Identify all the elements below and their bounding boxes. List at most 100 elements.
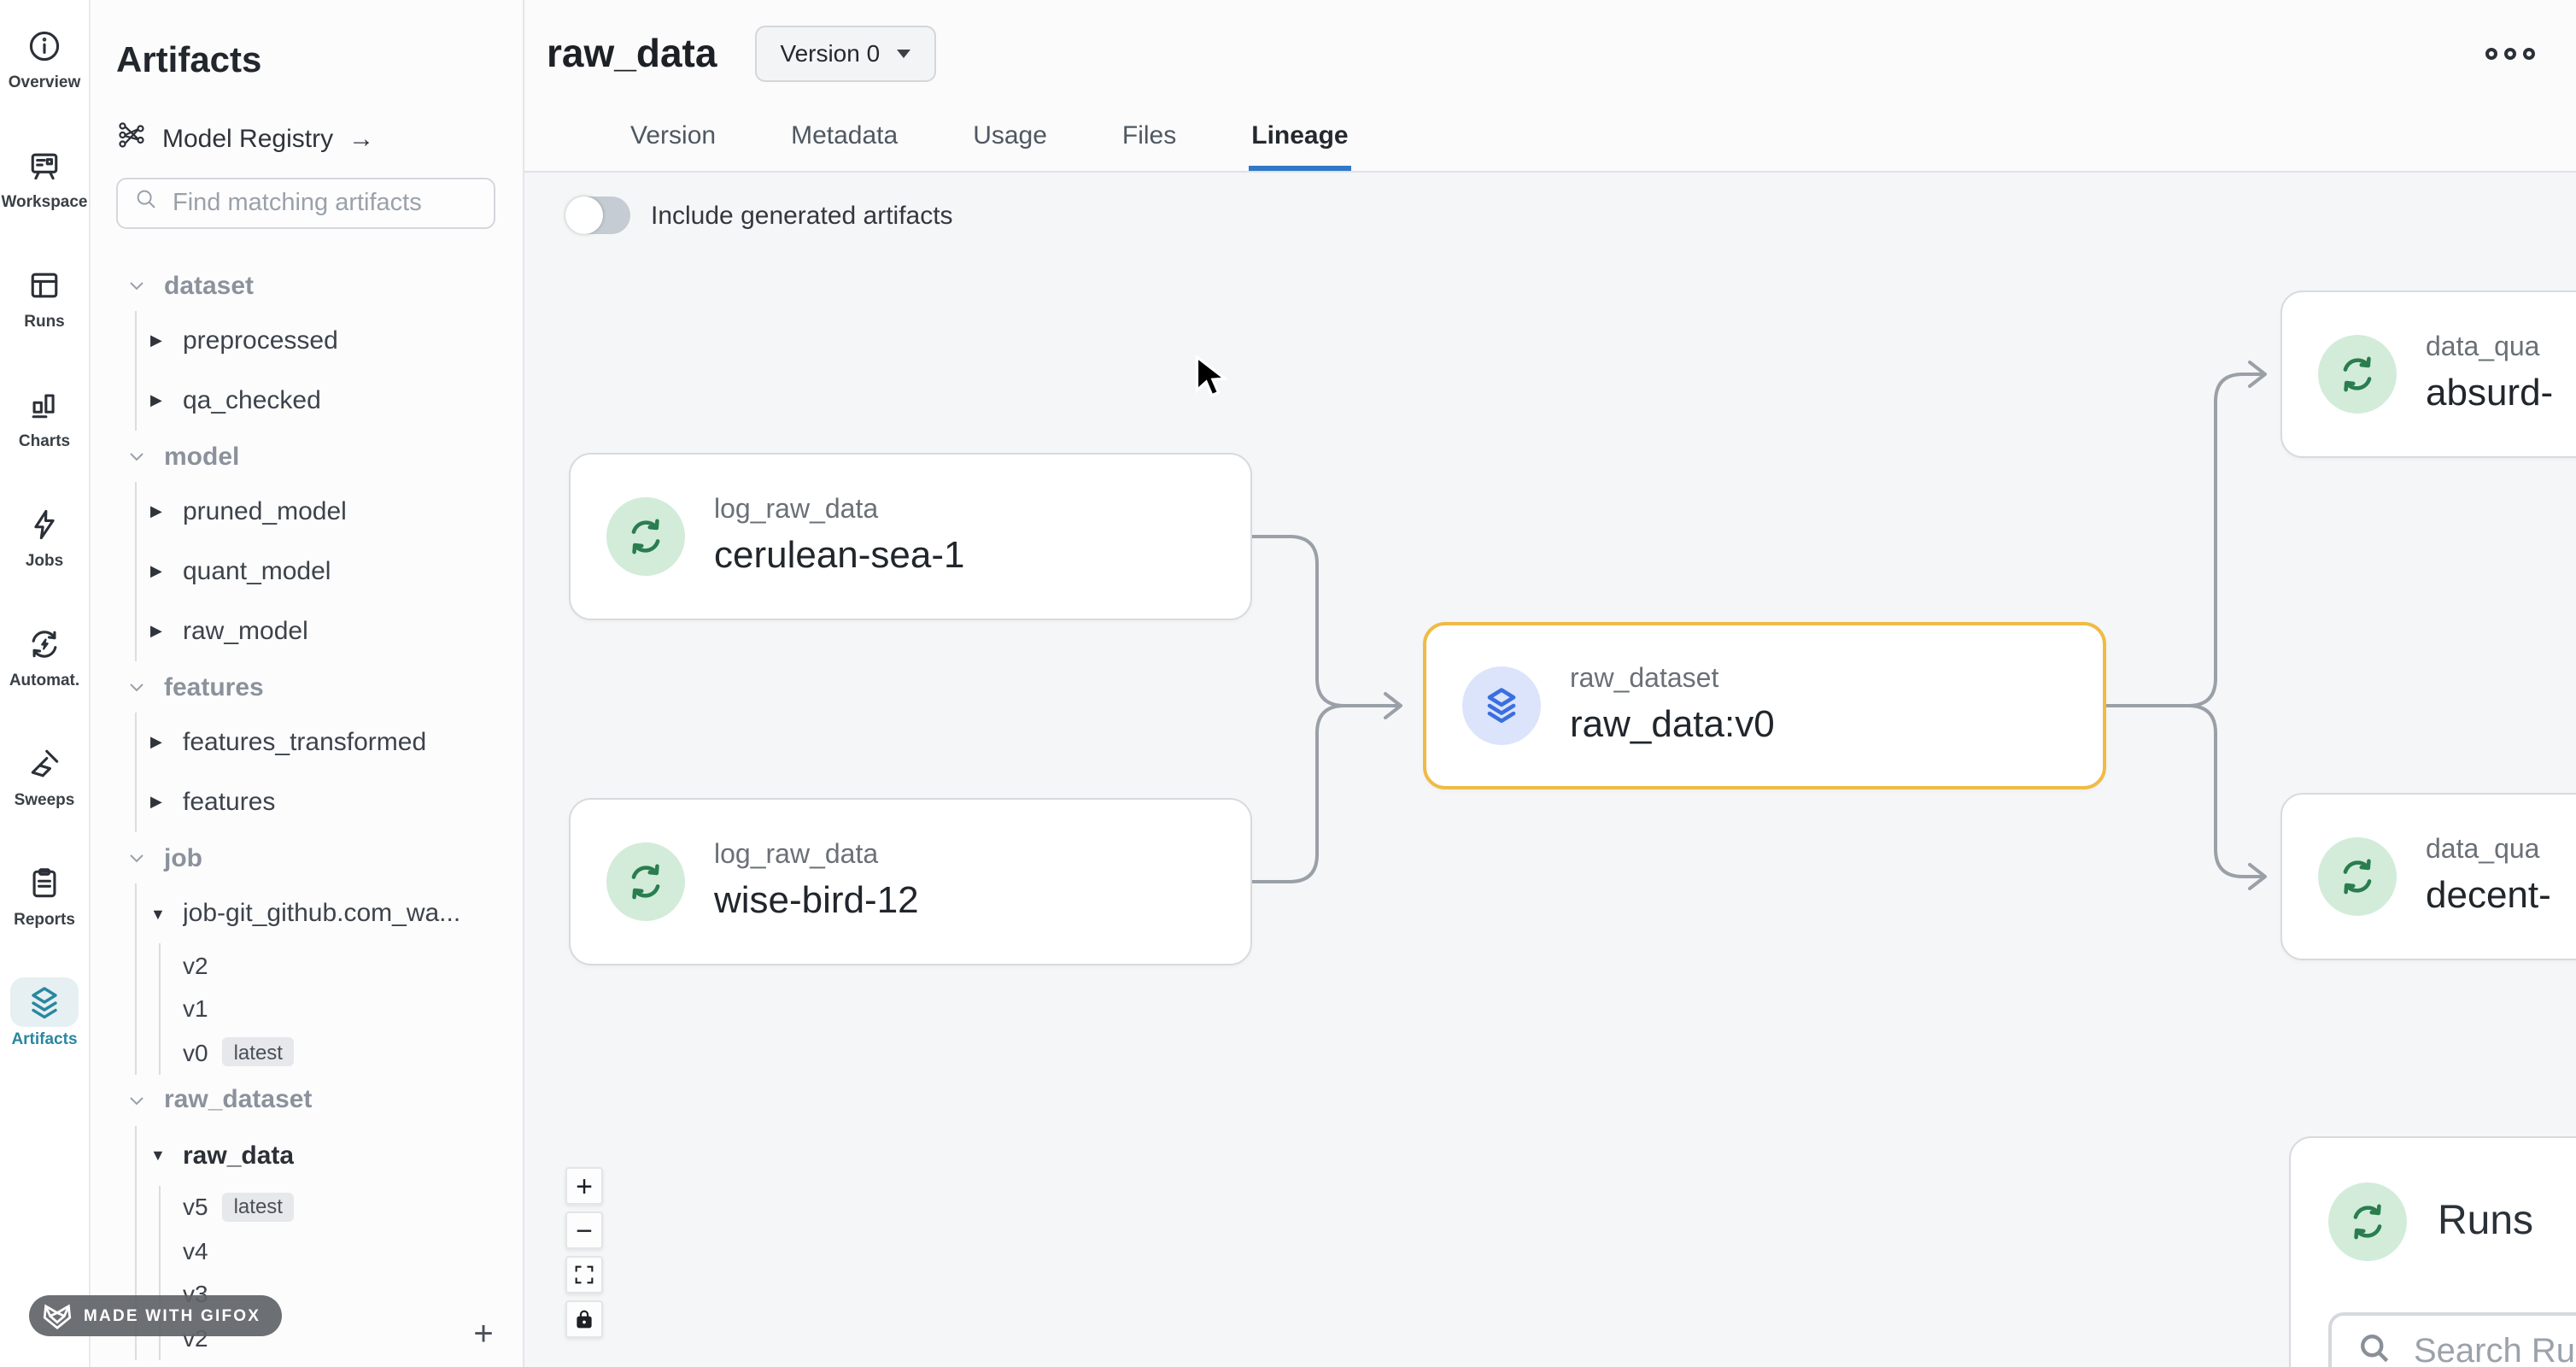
triangle-right-icon: ▶ <box>150 331 162 349</box>
triangle-down-icon: ▼ <box>150 1147 166 1164</box>
tree-item[interactable]: ▶preprocessed <box>150 326 338 355</box>
run-cycle-icon <box>2318 335 2397 414</box>
clipboard-icon <box>10 858 79 907</box>
version-row[interactable]: v4 <box>183 1236 208 1264</box>
latest-badge: latest <box>221 1192 295 1222</box>
fit-view-button[interactable] <box>565 1256 603 1294</box>
tree-section-raw-dataset[interactable]: raw_dataset <box>116 1074 523 1125</box>
info-icon <box>10 21 79 70</box>
artifacts-panel: Artifacts Model Registry → dataset ▶prep… <box>91 0 524 1367</box>
caret-down-icon <box>897 49 911 57</box>
triangle-right-icon: ▶ <box>150 502 162 519</box>
runs-search-box <box>2328 1312 2576 1367</box>
version-row[interactable]: v2 <box>183 951 208 979</box>
tree-item[interactable]: ▶quant_model <box>150 557 331 586</box>
tree-item-expanded[interactable]: ▼job-git_github.com_wa... <box>150 899 461 928</box>
triangle-right-icon: ▶ <box>150 622 162 639</box>
tree-item[interactable]: ▶pruned_model <box>150 497 347 526</box>
version-selector[interactable]: Version 0 <box>754 25 937 81</box>
chevron-down-icon <box>130 684 143 692</box>
sidebar-item-workspace[interactable]: Workspace <box>0 140 90 212</box>
sidebar-item-jobs[interactable]: Jobs <box>0 499 90 571</box>
chevron-down-icon <box>130 1096 143 1105</box>
sidebar-item-sweeps[interactable]: Sweeps <box>0 738 90 810</box>
model-registry-link[interactable]: Model Registry → <box>116 120 523 157</box>
version-row[interactable]: v1 <box>183 994 208 1023</box>
workspace-icon <box>10 140 79 190</box>
zoom-out-button[interactable]: − <box>565 1212 603 1249</box>
add-artifact-button[interactable]: + <box>473 1315 494 1352</box>
sidebar-item-runs[interactable]: Runs <box>0 260 90 331</box>
artifact-header: raw_data Version 0 <box>524 0 2576 106</box>
zoom-in-button[interactable]: + <box>565 1167 603 1205</box>
latest-badge: latest <box>221 1037 295 1067</box>
run-cycle-icon <box>606 497 685 576</box>
gifox-watermark: MADE WITH GIFOX <box>29 1295 282 1336</box>
dataset-layers-icon <box>1462 666 1541 745</box>
chevron-down-icon <box>130 453 143 461</box>
tree-item[interactable]: ▶features <box>150 788 276 817</box>
sidebar-item-automations[interactable]: Automat. <box>0 619 90 690</box>
lineage-node-runs-group[interactable]: Runs <box>2289 1136 2576 1367</box>
chevron-down-icon <box>130 854 143 863</box>
fox-icon <box>43 1303 72 1329</box>
run-cycle-icon <box>2328 1182 2407 1261</box>
page-title: raw_data <box>547 30 717 74</box>
tree-section-features[interactable]: features <box>116 661 523 713</box>
fit-view-icon <box>575 1265 594 1284</box>
run-cycle-icon <box>2318 837 2397 916</box>
arrow-right-icon: → <box>348 124 375 153</box>
tree-item[interactable]: ▶raw_model <box>150 617 308 646</box>
bar-chart-icon <box>10 379 79 429</box>
triangle-down-icon: ▼ <box>150 905 166 922</box>
triangle-right-icon: ▶ <box>150 793 162 810</box>
lock-icon <box>577 1310 592 1329</box>
tree-item-selected[interactable]: ▼raw_data <box>150 1141 295 1170</box>
tab-lineage[interactable]: Lineage <box>1248 106 1352 171</box>
lightning-icon <box>10 499 79 549</box>
more-options-button[interactable] <box>2485 48 2535 60</box>
artifact-tree: dataset ▶preprocessed ▶qa_checked model … <box>116 260 523 1359</box>
generated-artifacts-toggle-row: Include generated artifacts <box>565 197 953 234</box>
toggle-knob <box>565 197 603 234</box>
sidebar-item-reports[interactable]: Reports <box>0 858 90 930</box>
tree-section-model[interactable]: model <box>116 431 523 482</box>
sidebar-item-artifacts[interactable]: Artifacts <box>0 977 90 1049</box>
runs-search-input[interactable] <box>2414 1332 2576 1367</box>
artifact-search <box>116 178 495 229</box>
tab-usage[interactable]: Usage <box>973 121 1047 150</box>
nav-rail: Overview Workspace Runs Charts Jobs Auto <box>0 0 91 1367</box>
model-registry-icon <box>116 119 147 158</box>
tab-bar: Version Metadata Usage Files Lineage <box>524 106 2576 173</box>
tree-item[interactable]: ▶qa_checked <box>150 386 321 415</box>
tab-version[interactable]: Version <box>630 121 717 150</box>
broom-icon <box>10 738 79 788</box>
lock-button[interactable] <box>565 1300 603 1338</box>
tab-files[interactable]: Files <box>1121 121 1177 150</box>
search-icon <box>133 186 159 220</box>
tree-section-job[interactable]: job <box>116 832 523 883</box>
runs-table-icon <box>10 260 79 309</box>
panel-title: Artifacts <box>116 41 262 80</box>
tree-section-dataset[interactable]: dataset <box>116 260 523 311</box>
lineage-canvas[interactable]: Include generated artifacts log_raw_data… <box>524 173 2576 1367</box>
sidebar-item-charts[interactable]: Charts <box>0 379 90 451</box>
include-generated-toggle[interactable] <box>565 197 630 234</box>
lineage-edges <box>1250 361 2267 890</box>
sidebar-item-overview[interactable]: Overview <box>0 21 90 92</box>
run-cycle-icon <box>606 842 685 921</box>
triangle-right-icon: ▶ <box>150 733 162 750</box>
tab-metadata[interactable]: Metadata <box>791 121 899 150</box>
automations-icon <box>10 619 79 668</box>
search-input[interactable] <box>173 190 478 217</box>
tree-item[interactable]: ▶features_transformed <box>150 728 427 757</box>
canvas-controls: + − <box>565 1167 603 1338</box>
